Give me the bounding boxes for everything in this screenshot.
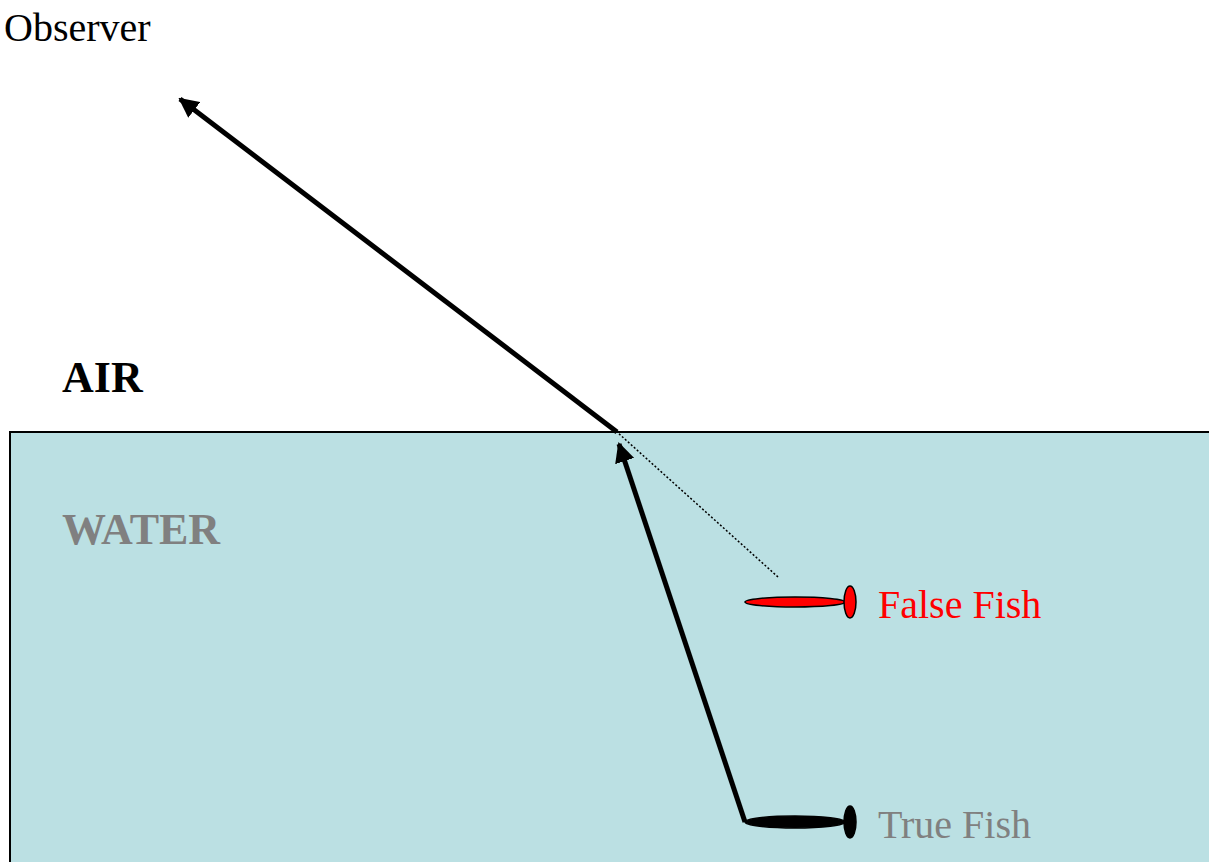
true-fish-symbol <box>745 806 856 838</box>
water-region <box>10 432 1209 862</box>
medium-label: WATER <box>62 508 220 552</box>
refracted-ray-water <box>619 444 745 822</box>
observer-label: Observer <box>4 8 151 48</box>
object-label: True Fish <box>878 805 1031 845</box>
image-label: False Fish <box>878 585 1041 625</box>
false-fish-symbol <box>745 586 856 618</box>
refracted-ray-air <box>180 99 617 432</box>
medium-label: AIR <box>62 356 143 400</box>
